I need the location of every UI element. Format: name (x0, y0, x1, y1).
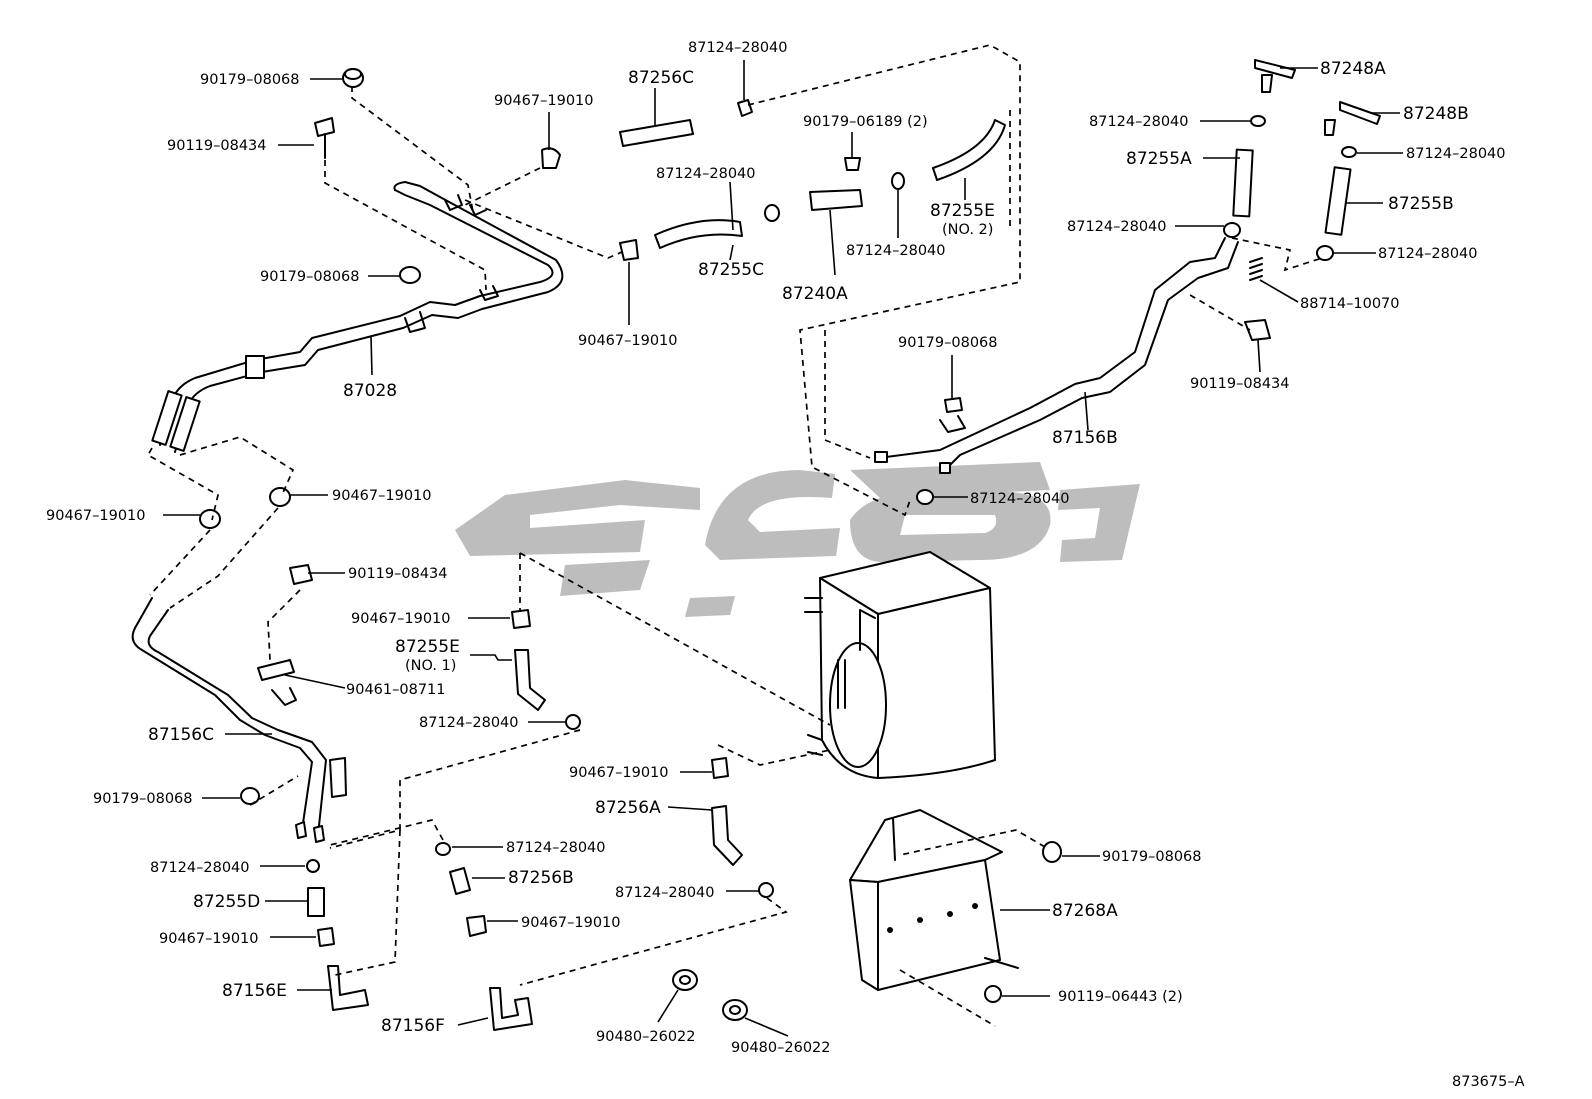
label-87268A[interactable]: 87268A (1052, 901, 1118, 921)
label-87124-28040-mid[interactable]: 87124–28040 (656, 166, 756, 182)
label-87255A[interactable]: 87255A (1126, 149, 1192, 169)
label-87240A[interactable]: 87240A (782, 284, 848, 304)
label-87124-28040-l2[interactable]: 87124–28040 (615, 885, 715, 901)
label-87156F[interactable]: 87156F (381, 1016, 445, 1036)
label-87255E-no2[interactable]: 87255E (930, 201, 995, 221)
label-90467-19010-l3[interactable]: 90467–19010 (351, 611, 451, 627)
watermark-logo (455, 462, 1140, 617)
label-87255E-no1-sub: (NO. 1) (405, 658, 456, 674)
label-88714-10070[interactable]: 88714–10070 (1300, 296, 1400, 312)
figure-id: 873675–A (1452, 1074, 1525, 1090)
pipe-87156C (131, 597, 347, 843)
leader-lines (163, 60, 1403, 1037)
label-87255B[interactable]: 87255B (1388, 194, 1454, 214)
part-labels: 90179–08068 90119–08434 90467–19010 8725… (46, 40, 1525, 1090)
pipe-87156B (874, 237, 1239, 474)
label-87028[interactable]: 87028 (343, 381, 397, 401)
label-87248A[interactable]: 87248A (1320, 59, 1386, 79)
label-87124-28040-l3[interactable]: 87124–28040 (150, 860, 250, 876)
label-90467-19010-top[interactable]: 90467–19010 (494, 93, 594, 109)
label-87255E-no1[interactable]: 87255E (395, 637, 460, 657)
label-87124-28040-c[interactable]: 87124–28040 (846, 243, 946, 259)
label-90179-08068-br[interactable]: 90179–08068 (1102, 849, 1202, 865)
label-87124-28040-r2[interactable]: 87124–28040 (1406, 146, 1506, 162)
pipe-87028 (151, 181, 564, 453)
label-87124-28040-top[interactable]: 87124–28040 (688, 40, 788, 56)
label-90179-08068-r[interactable]: 90179–08068 (898, 335, 998, 351)
label-90179-08068-l3[interactable]: 90179–08068 (93, 791, 193, 807)
label-90119-08434-l[interactable]: 90119–08434 (348, 566, 448, 582)
label-87256C[interactable]: 87256C (628, 68, 694, 88)
label-87124-28040-m2[interactable]: 87124–28040 (506, 840, 606, 856)
label-87255D[interactable]: 87255D (193, 892, 260, 912)
label-90467-19010-l2[interactable]: 90467–19010 (332, 488, 432, 504)
dashed-connectors (146, 44, 1323, 1027)
label-90467-19010-l4[interactable]: 90467–19010 (159, 931, 259, 947)
label-90179-08068-tl[interactable]: 90179–08068 (200, 72, 300, 88)
label-90179-06189[interactable]: 90179–06189 (2) (803, 114, 928, 130)
label-87124-28040-l1[interactable]: 87124–28040 (419, 715, 519, 731)
label-90467-19010-l5[interactable]: 90467–19010 (521, 915, 621, 931)
label-87124-28040-r5[interactable]: 87124–28040 (970, 491, 1070, 507)
label-87156B[interactable]: 87156B (1052, 428, 1118, 448)
blower-unit (804, 551, 996, 779)
label-87124-28040-r1[interactable]: 87124–28040 (1089, 114, 1189, 130)
label-90467-19010-c[interactable]: 90467–19010 (578, 333, 678, 349)
label-90119-06443[interactable]: 90119–06443 (2) (1058, 989, 1183, 1005)
label-87248B[interactable]: 87248B (1403, 104, 1469, 124)
small-parts (199, 59, 1381, 1031)
label-87256A[interactable]: 87256A (595, 798, 661, 818)
label-90467-19010-l1[interactable]: 90467–19010 (46, 508, 146, 524)
bracket-87268A (849, 809, 1019, 991)
label-87156C[interactable]: 87156C (148, 725, 214, 745)
label-90480-26022-b[interactable]: 90480–26022 (731, 1040, 831, 1056)
label-87255C[interactable]: 87255C (698, 260, 764, 280)
label-90119-08434-r[interactable]: 90119–08434 (1190, 376, 1290, 392)
label-90119-08434-tl[interactable]: 90119–08434 (167, 138, 267, 154)
label-90461-08711[interactable]: 90461–08711 (346, 682, 446, 698)
label-90179-08068-l2[interactable]: 90179–08068 (260, 269, 360, 285)
label-87124-28040-r4[interactable]: 87124–28040 (1378, 246, 1478, 262)
label-87124-28040-r3[interactable]: 87124–28040 (1067, 219, 1167, 235)
label-90480-26022-a[interactable]: 90480–26022 (596, 1029, 696, 1045)
label-87255E-no2-sub: (NO. 2) (942, 222, 993, 238)
label-87256B[interactable]: 87256B (508, 868, 574, 888)
label-87156E[interactable]: 87156E (222, 981, 287, 1001)
label-90467-19010-m[interactable]: 90467–19010 (569, 765, 669, 781)
